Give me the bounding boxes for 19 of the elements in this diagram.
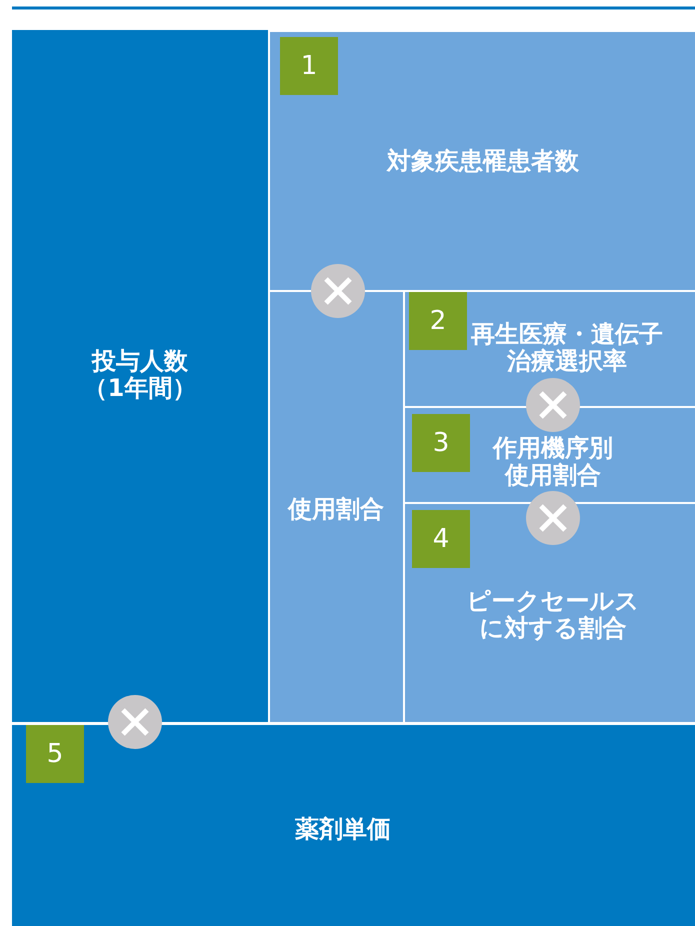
block-label: 対象疾患罹患者数 xyxy=(386,148,580,176)
block-label: 再生医療・遺伝子治療選択率 xyxy=(470,320,664,376)
area-block xyxy=(12,30,268,722)
block-label: 作用機序別使用割合 xyxy=(491,434,614,490)
block-label: 使用割合 xyxy=(286,496,385,524)
area-block xyxy=(405,292,695,406)
area-block xyxy=(405,408,695,502)
block-label: 薬剤単価 xyxy=(294,816,392,844)
number-badge: 2 xyxy=(409,292,467,350)
block-label: ピークセールスに対する割合 xyxy=(466,588,640,643)
area-block xyxy=(405,504,695,722)
number-badge: 3 xyxy=(412,414,470,472)
number-badge: 5 xyxy=(26,725,84,783)
number-badge: 1 xyxy=(280,37,338,95)
block-label: 投与人数（1年間） xyxy=(82,348,198,403)
number-badge: 4 xyxy=(412,510,470,568)
area-block xyxy=(270,292,403,722)
area-block xyxy=(12,725,695,926)
area-block xyxy=(270,32,695,290)
